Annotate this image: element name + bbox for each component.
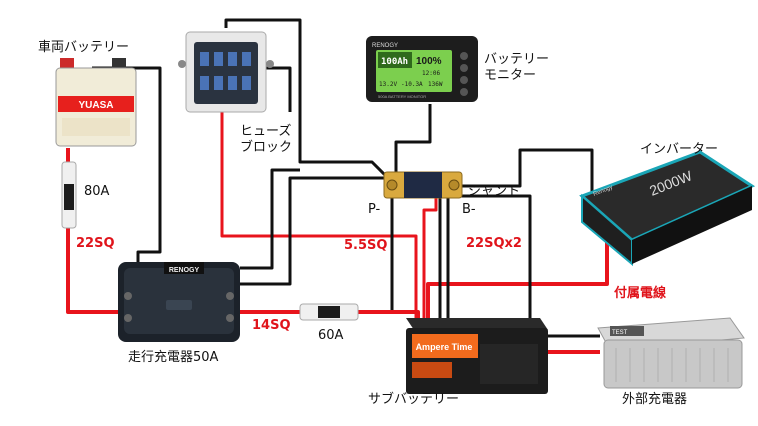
positive-wire-shunt-to-battery <box>422 190 438 320</box>
monitor-button-3 <box>460 76 468 84</box>
negative-wire-vehicle-to-charger <box>92 66 162 265</box>
label-dc-dc-charger: 走行充電器50A <box>128 350 219 365</box>
label-battery-monitor: バッテリー モニター <box>484 52 550 83</box>
vehicle-battery-brand: YUASA <box>78 100 113 111</box>
positive-wire-fuse-block-to-subbattery <box>220 96 418 318</box>
label-shunt-b: B- <box>462 202 476 217</box>
label-inverter: インバーター <box>640 142 719 157</box>
label-wire-22sq: 22SQ <box>76 236 115 251</box>
charger-brand: RENOGY <box>169 267 200 274</box>
negative-wire-fuse-block-to-shunt <box>224 18 394 184</box>
battery-monitor: RENOGY 100Ah 100% 12:06 13.2V -10.3A 136… <box>366 36 478 102</box>
label-shunt: シャント <box>468 184 521 199</box>
label-sub-battery: サブバッテリー <box>368 392 460 407</box>
external-charger: TEST <box>597 317 745 389</box>
fuse-block <box>178 31 274 113</box>
label-vehicle-battery: 車両バッテリー <box>38 40 130 55</box>
positive-wire-inverter-to-subbattery <box>426 240 609 320</box>
label-wire-5-5sq: 5.5SQ <box>344 238 388 253</box>
sub-battery-brand: Ampere Time <box>416 342 473 352</box>
monitor-power: 136W <box>428 81 443 88</box>
monitor-voltage: 13.2V <box>379 81 397 88</box>
negative-wire-charger-to-shunt <box>240 176 390 286</box>
monitor-capacity: 100Ah <box>381 57 408 67</box>
label-fuse-60a: 60A <box>318 328 344 343</box>
label-included-wire: 付属電線 <box>614 286 667 301</box>
negative-wire-shunt-to-inverter <box>460 148 594 196</box>
wires <box>66 18 609 354</box>
sub-battery: Ampere Time <box>406 318 548 394</box>
negative-wire-monitor-to-shunt <box>394 104 432 178</box>
label-wire-22sqx2: 22SQx2 <box>466 236 522 251</box>
label-external-charger: 外部充電器 <box>622 392 688 407</box>
shunt <box>383 171 463 199</box>
positive-wire-fuse80-to-charger <box>66 222 124 314</box>
dc-dc-charger: RENOGY <box>118 262 240 342</box>
label-fuse-block: ヒューズ ブロック <box>240 124 293 155</box>
inverter: 2000W Renogy <box>579 150 756 267</box>
vehicle-battery: YUASA <box>55 58 137 147</box>
monitor-button-1 <box>460 52 468 60</box>
fuse-60a <box>299 303 359 321</box>
label-fuse-80a: 80A <box>84 184 110 199</box>
monitor-current: -10.3A <box>401 81 423 88</box>
monitor-button-2 <box>460 64 468 72</box>
monitor-model: 500A BATTERY MONITOR <box>378 94 426 99</box>
monitor-percent: 100% <box>416 56 442 67</box>
negative-wire-charger-ground <box>240 168 300 270</box>
negative-wire-shunt-to-ext-charger <box>456 194 600 338</box>
label-shunt-p: P- <box>368 202 381 217</box>
label-wire-14sq: 14SQ <box>252 318 291 333</box>
fuse-80a <box>61 161 77 229</box>
ext-charger-brand: TEST <box>612 330 628 336</box>
monitor-button-4 <box>460 88 468 96</box>
monitor-brand: RENOGY <box>372 43 398 49</box>
monitor-time: 12:06 <box>422 70 440 77</box>
